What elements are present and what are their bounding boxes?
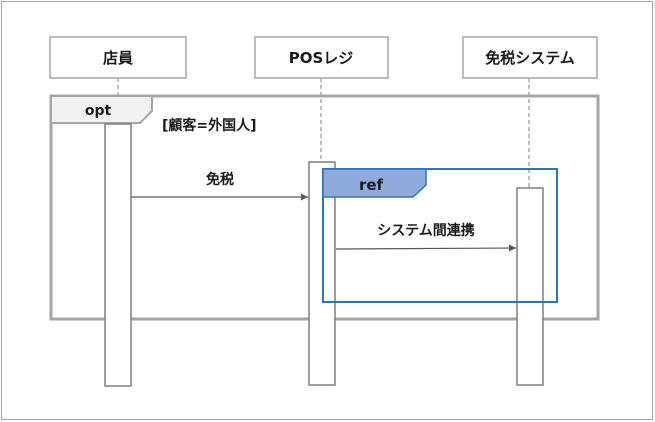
participant-label-clerk: 店員 bbox=[103, 49, 133, 67]
participant-box-pos bbox=[254, 36, 389, 79]
activation-bar-taxfree bbox=[516, 187, 544, 386]
message-label-1: 免税 bbox=[206, 171, 234, 188]
opt-guard-condition: [顧客=外国人] bbox=[162, 117, 257, 134]
message-label-2: システム間連携 bbox=[377, 222, 475, 239]
opt-fragment-tab bbox=[50, 95, 153, 124]
ref-fragment-frame bbox=[322, 168, 558, 303]
activation-bar-clerk bbox=[104, 123, 132, 387]
participant-box-taxfree bbox=[462, 36, 598, 79]
ref-fragment-tab bbox=[322, 168, 427, 198]
ref-operator-label: ref bbox=[359, 176, 384, 194]
opt-operator-label: opt bbox=[85, 103, 112, 119]
message-arrow-2 bbox=[335, 244, 517, 252]
participant-label-taxfree: 免税システム bbox=[485, 49, 575, 67]
participant-label-pos: POSレジ bbox=[289, 49, 354, 67]
participant-box-clerk bbox=[49, 36, 187, 79]
